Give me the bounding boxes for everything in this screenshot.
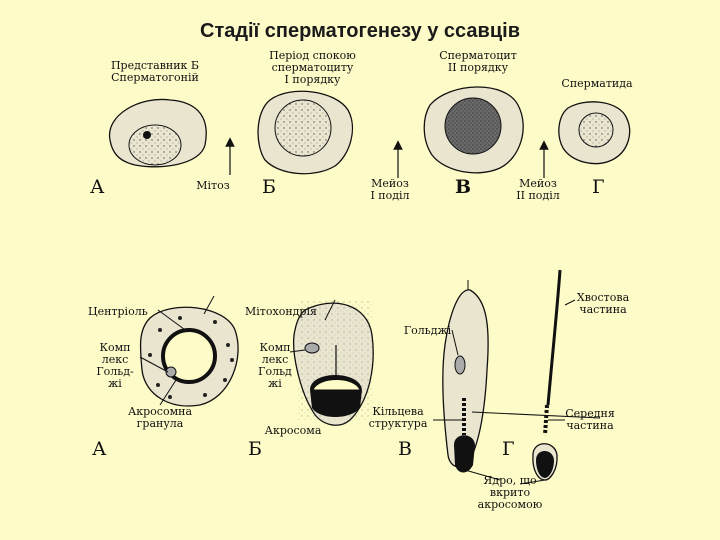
meiosis2-label: Мейоз ІІ поділ [516, 177, 560, 202]
mitosis-label: Мітоз [196, 179, 230, 192]
spermatogonium-cell [109, 98, 207, 168]
top-letter-a: А [90, 176, 105, 198]
spermatid-b [289, 299, 374, 426]
meiosis1-label: Мейоз І поділ [370, 177, 410, 202]
spermatogonia-label: Представник Б Сперматогоній [110, 59, 200, 84]
bottom-letter-g: Г [502, 438, 515, 460]
golgi-a-label: Комп лекс Гольд- жі [96, 341, 134, 390]
spermatid-v [442, 280, 489, 473]
top-letter-b: Б [262, 176, 276, 198]
tail-label: Хвостова частина [576, 291, 630, 316]
top-letter-v: В [455, 176, 472, 198]
bottom-letter-v: В [398, 438, 412, 460]
page-title: Стадії сперматогенезу у ссавців [200, 20, 520, 42]
secondary-spermatocyte-cell [423, 86, 524, 174]
rest-period-label: Період спокою сперматоциту І порядку [269, 49, 356, 86]
spermatozoon-g [532, 269, 562, 481]
primary-spermatocyte-cell [257, 90, 354, 175]
golgi-b-label: Комп лекс Гольд жі [258, 341, 292, 390]
top-letter-g: Г [592, 176, 605, 198]
spermatid-label: Сперматида [561, 77, 633, 90]
spermatid-cell [558, 101, 631, 165]
acrosome-granule-label: Акросомна гранула [127, 405, 193, 430]
spermatid-a [139, 295, 239, 407]
acrosome-label: Акросома [264, 424, 322, 437]
spermatocyte2-label: Сперматоцит ІІ порядку [439, 49, 517, 74]
bottom-letter-b: Б [248, 438, 262, 460]
ring-structure-label: Кільцева структура [368, 405, 428, 430]
bottom-letter-a: А [92, 438, 107, 460]
middle-piece-label: Середня частина [565, 407, 615, 432]
centriole-label: Центріоль [88, 305, 148, 318]
golgi-c-label: Гольджі [403, 324, 452, 337]
mitochondria-label: Мітохондрія [245, 305, 317, 318]
nucleus-label: Ядро, що вкрито акросомою [477, 474, 543, 511]
